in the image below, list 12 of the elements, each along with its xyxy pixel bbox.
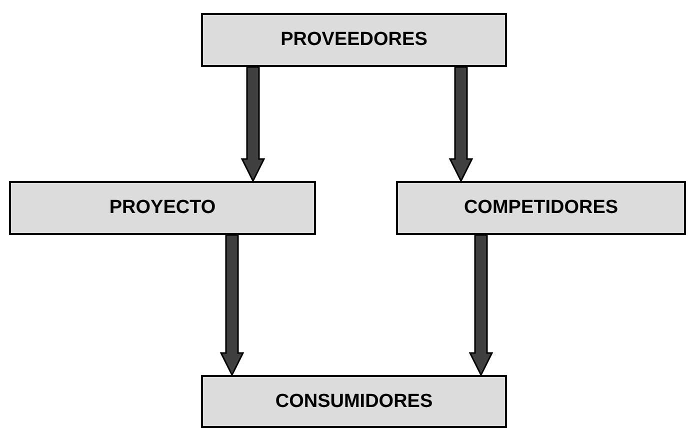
process-box bbox=[201, 13, 507, 67]
process-box bbox=[201, 375, 507, 428]
box-label: COMPETIDORES bbox=[464, 197, 618, 219]
box-label: CONSUMIDORES bbox=[275, 390, 433, 412]
block-arrow bbox=[220, 234, 244, 377]
box-label: PROVEEDORES bbox=[280, 29, 428, 51]
block-arrow bbox=[240, 66, 266, 183]
block-arrow bbox=[448, 66, 474, 183]
box-label: PROYECTO bbox=[109, 197, 216, 219]
process-box bbox=[9, 181, 316, 235]
block-arrow bbox=[468, 234, 494, 377]
process-box bbox=[396, 181, 686, 235]
